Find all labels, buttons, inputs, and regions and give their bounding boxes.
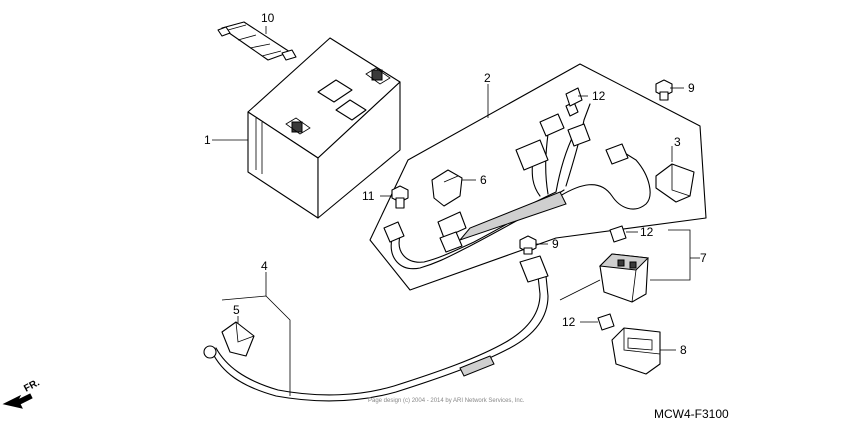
callout-12-top: 12 (592, 89, 606, 103)
fuse-top[interactable] (565, 87, 583, 107)
callout-3: 3 (674, 135, 681, 149)
leader-lines (212, 26, 700, 351)
battery-cable[interactable] (203, 255, 549, 402)
relay-frame (559, 229, 691, 301)
relay-cover[interactable] (611, 327, 661, 375)
fuse-lower[interactable] (597, 313, 615, 331)
copyright-watermark: Page design (c) 2004 - 2014 by ARI Netwo… (368, 398, 525, 404)
wire-harness[interactable] (383, 101, 651, 270)
callout-5: 5 (233, 303, 240, 317)
fuse-middle[interactable] (609, 225, 627, 243)
callout-11: 11 (362, 189, 375, 203)
callout-9-top: 9 (688, 81, 695, 95)
terminal-cap[interactable] (431, 169, 463, 207)
bolt-top[interactable] (655, 79, 673, 101)
cable-frame (221, 295, 291, 396)
callout-10: 10 (261, 11, 275, 25)
bolt-11[interactable] (391, 185, 409, 209)
bolt-middle[interactable] (519, 235, 537, 255)
battery[interactable] (247, 37, 401, 219)
callout-9-middle: 9 (552, 237, 559, 251)
front-arrow-icon: FR. (2, 377, 42, 409)
front-marker-label: FR. (22, 377, 42, 394)
callouts: 10 1 2 12 9 3 6 11 9 12 7 4 5 12 8 (204, 11, 707, 357)
callout-2: 2 (484, 71, 491, 85)
callout-12-middle: 12 (640, 225, 654, 239)
callout-8: 8 (680, 343, 687, 357)
callout-12-lower: 12 (562, 315, 576, 329)
cable-terminal-cap[interactable] (221, 321, 255, 357)
terminal-cover[interactable] (655, 163, 695, 203)
callout-7: 7 (700, 251, 707, 265)
diagram-code: MCW4-F3100 (654, 407, 729, 421)
starter-relay[interactable] (598, 253, 650, 303)
callout-6: 6 (480, 173, 487, 187)
harness-frame (369, 63, 707, 291)
callout-1: 1 (204, 133, 211, 147)
callout-4: 4 (261, 259, 268, 273)
battery-strap[interactable] (217, 21, 297, 61)
